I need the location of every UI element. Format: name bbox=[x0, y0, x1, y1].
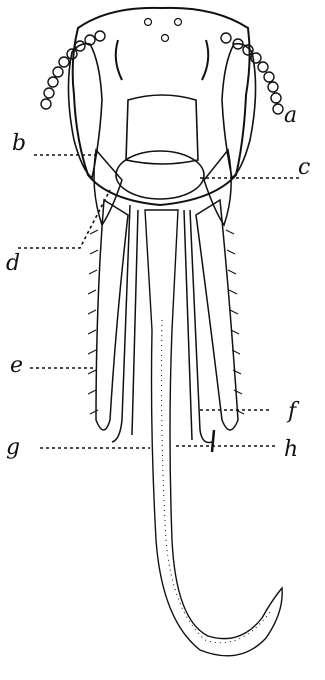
label-c: c bbox=[298, 155, 310, 180]
ocellus-middle bbox=[162, 35, 169, 42]
ocellus-left bbox=[145, 19, 152, 26]
label-b: b bbox=[12, 131, 26, 156]
label-h: h bbox=[284, 437, 298, 462]
mandible-right bbox=[204, 150, 231, 225]
ocellus-right bbox=[175, 19, 182, 26]
antenna-right bbox=[202, 33, 283, 114]
maxilla-left bbox=[88, 200, 128, 430]
head-capsule bbox=[68, 8, 255, 205]
mandible-left bbox=[94, 150, 122, 225]
label-f: f bbox=[286, 399, 300, 424]
clypeus bbox=[126, 95, 198, 164]
label-a: a bbox=[284, 103, 297, 128]
label-e: e bbox=[10, 353, 23, 378]
palps bbox=[112, 205, 214, 452]
antenna-left bbox=[41, 31, 122, 109]
label-g: g bbox=[6, 435, 20, 460]
label-d: d bbox=[6, 251, 20, 276]
labrum bbox=[116, 151, 204, 199]
maxilla-right bbox=[196, 200, 244, 430]
